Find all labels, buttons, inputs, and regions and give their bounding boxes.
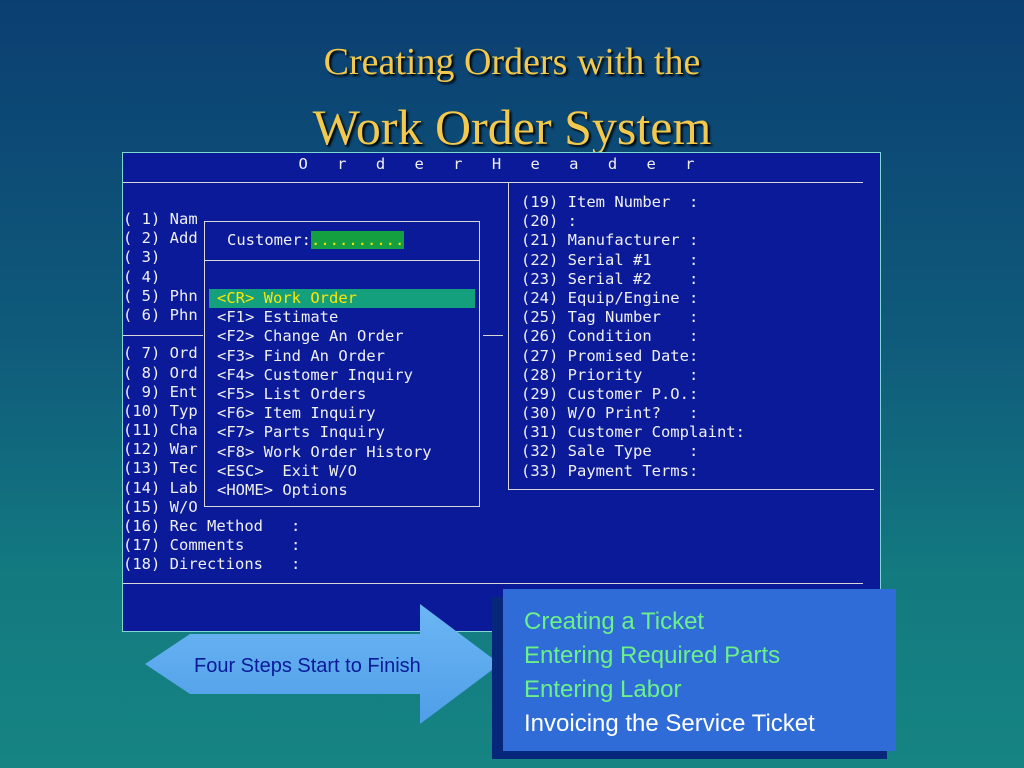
menu-item[interactable]: <F5> List Orders [217,384,367,403]
menu-item[interactable]: <F6> Item Inquiry [217,404,376,423]
order-field-right[interactable]: (28) Priority : [521,365,699,384]
order-field-left[interactable]: ( 9) Ent [123,382,198,401]
right-panel-border [508,183,509,489]
menu-item[interactable]: <CR> Work Order [209,289,475,309]
order-field-right[interactable]: (25) Tag Number : [521,308,699,327]
customer-label: Customer: [227,231,311,249]
order-field-right[interactable]: (23) Serial #2 : [521,269,699,288]
order-field-left[interactable]: (16) Rec Method : [123,517,301,535]
menu-item[interactable]: <F4> Customer Inquiry [217,365,413,384]
menu-item[interactable]: <ESC> Exit W/O [217,461,357,480]
order-field-right[interactable]: (29) Customer P.O.: [521,384,699,403]
header-divider [123,182,863,183]
menu-item[interactable]: <F7> Parts Inquiry [217,423,385,442]
step-item: Entering Labor [524,676,682,703]
left-section-divider [123,335,203,336]
middle-section-divider [483,335,503,336]
slide-title-line2: Work Order System [312,99,712,155]
order-field-right[interactable]: (26) Condition : [521,327,699,346]
right-field-column: (19) Item Number :(20) :(21) Manufacture… [521,193,745,481]
step-item: Creating a Ticket [524,608,705,635]
order-field-right[interactable]: (33) Payment Terms: [521,461,699,480]
terminal-screen: O r d e r H e a d e r ( 1) Nam( 2) Add( … [122,152,881,632]
order-header-title: O r d e r H e a d e r [298,155,705,173]
step-item: Invoicing the Service Ticket [524,710,815,737]
order-field-right[interactable]: (21) Manufacturer : [521,231,699,250]
order-field-right[interactable]: (22) Serial #1 : [521,250,699,269]
order-field-right[interactable]: (31) Customer Complaint: [521,423,745,442]
order-field-left[interactable]: ( 4) [123,267,161,286]
menu-item[interactable]: <F1> Estimate [217,308,339,327]
menu-item[interactable]: <F8> Work Order History [217,442,432,461]
right-panel-bottom [508,489,874,490]
arrow-label: Four Steps Start to Finish [194,655,421,677]
order-field-left[interactable]: (14) Lab [123,478,198,497]
order-field-right[interactable]: (19) Item Number : [521,193,699,211]
order-field-left[interactable]: (18) Directions : [123,555,301,574]
order-field-left[interactable]: (15) W/O [123,497,198,516]
order-field-left[interactable]: ( 3) [123,248,161,267]
menu-item[interactable]: <HOME> Options [217,480,348,499]
work-order-menu-popup: Customer:.......... <CR> Work Order<F1> … [204,221,480,507]
slide-title-line1: Creating Orders with the [323,41,701,83]
order-field-left[interactable]: (13) Tec [123,459,198,478]
menu-item[interactable]: <F2> Change An Order [217,327,404,346]
order-field-left[interactable]: ( 6) Phn [123,305,198,324]
order-field-left[interactable]: ( 5) Phn [123,286,198,305]
order-field-left[interactable]: ( 8) Ord [123,363,198,382]
footer-divider [123,583,863,584]
customer-input[interactable]: .......... [311,231,405,249]
arrow-right-shape [145,604,500,724]
popup-divider [205,260,479,261]
menu-item[interactable]: <F3> Find An Order [217,346,385,365]
customer-input-row[interactable]: Customer:.......... [227,231,405,249]
order-field-left[interactable]: ( 2) Add [123,229,198,248]
step-item: Entering Required Parts [524,642,781,669]
order-field-left[interactable]: ( 1) Nam [123,210,198,228]
order-field-left[interactable]: (11) Cha [123,421,198,440]
order-field-left[interactable]: ( 7) Ord [123,344,198,363]
order-field-left[interactable]: (17) Comments : [123,536,301,555]
work-order-menu: <CR> Work Order<F1> Estimate<F2> Change … [209,289,475,500]
left-field-column: ( 1) Nam( 2) Add( 3)( 4)( 5) Phn( 6) Phn… [123,210,300,575]
order-field-right[interactable]: (20) : [521,212,577,231]
order-field-right[interactable]: (27) Promised Date: [521,346,699,365]
order-field-right[interactable]: (32) Sale Type : [521,442,699,461]
order-field-left[interactable]: (10) Typ [123,401,198,420]
order-field-left[interactable]: (12) War [123,440,198,459]
order-field-right[interactable]: (24) Equip/Engine : [521,288,699,307]
order-field-right[interactable]: (30) W/O Print? : [521,404,699,423]
